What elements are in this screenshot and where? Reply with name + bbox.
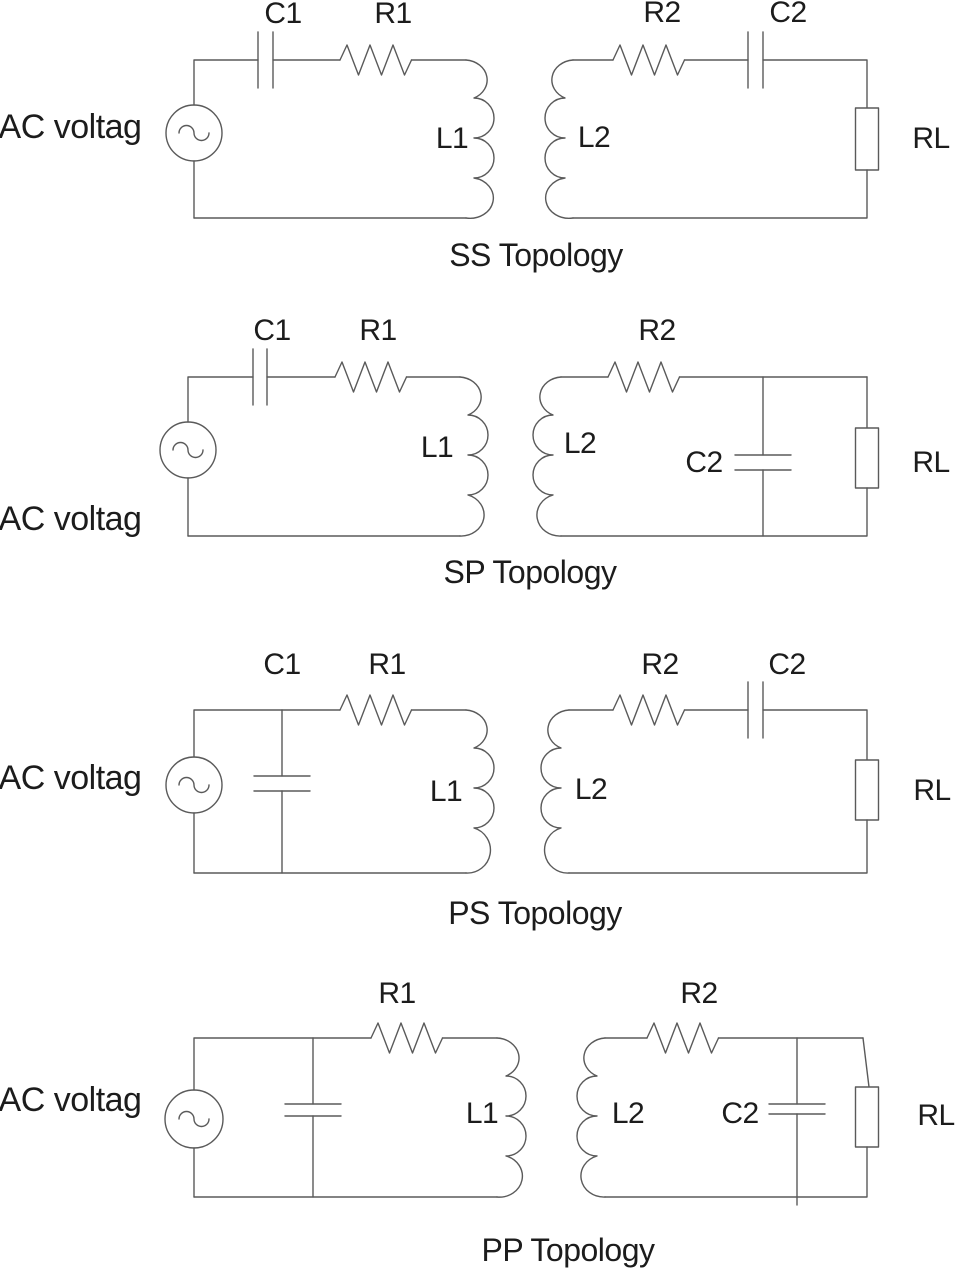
ss-label-l2: L2 (577, 121, 611, 154)
pp-label-r2: R2 (680, 977, 718, 1010)
resistor-r1 (370, 1022, 444, 1054)
pp-label-l2: L2 (611, 1097, 645, 1130)
ps-label-l2: L2 (574, 773, 608, 806)
ps-label-r2: R2 (641, 648, 679, 681)
wire (560, 487, 868, 537)
inductor-l1 (459, 376, 489, 537)
inductor-l2 (540, 709, 570, 874)
resistor-r2 (612, 44, 686, 76)
capacitor-c1 (284, 1103, 342, 1117)
pp-caption: PP Topology (481, 1232, 655, 1268)
ps-caption: PS Topology (448, 895, 622, 931)
capacitor-c2 (747, 681, 764, 739)
capacitor-c2 (768, 1103, 826, 1115)
inductor-l2 (532, 376, 562, 537)
pp-ac-voltage-label: AC voltag (0, 1081, 142, 1119)
pp-label-l1: L1 (465, 1097, 499, 1130)
resistor-r2 (646, 1022, 720, 1054)
sp-secondary-circuit (532, 361, 880, 537)
capacitor-c1 (252, 348, 268, 406)
ps-label-l1: L1 (429, 775, 463, 808)
pp-primary-circuit (164, 1022, 527, 1198)
sp-label-l1: L1 (420, 431, 454, 464)
wire (193, 59, 259, 106)
wire (193, 1037, 372, 1091)
ss-label-r1: R1 (374, 0, 412, 30)
sp-caption: SP Topology (443, 554, 617, 590)
sine-icon (172, 441, 204, 459)
sp-primary-circuit (159, 348, 489, 537)
ps-secondary-circuit (540, 681, 880, 874)
inductor-l1 (465, 709, 495, 874)
capacitor-c2 (747, 31, 764, 89)
inductor-l2 (544, 59, 574, 219)
pp-label-rl: RL (917, 1099, 955, 1132)
inductor-l2 (576, 1037, 606, 1198)
sp-label-rl: RL (912, 446, 950, 479)
load-rl (854, 759, 880, 821)
ss-label-c2: C2 (769, 0, 807, 29)
ss-label-l1: L1 (435, 122, 469, 155)
ps-label-r1: R1 (368, 648, 406, 681)
sine-icon (178, 1110, 210, 1128)
sine-icon (178, 124, 210, 142)
wire (762, 59, 868, 109)
ps-label-c2: C2 (768, 648, 806, 681)
capacitor-c1 (253, 775, 311, 792)
load-rl (854, 1086, 880, 1148)
ss-label-rl: RL (912, 122, 950, 155)
resistor-r1 (339, 694, 413, 726)
sp-label-c1: C1 (253, 314, 291, 347)
wire (762, 709, 868, 761)
ss-primary-circuit (165, 31, 495, 219)
ss-secondary-circuit (544, 31, 880, 219)
ss-label-c1: C1 (264, 0, 302, 30)
ss-label-r2: R2 (643, 0, 681, 29)
resistor-r1 (334, 361, 408, 393)
load-rl (854, 107, 880, 171)
sp-label-l2: L2 (563, 427, 597, 460)
wire (572, 169, 868, 219)
wire (862, 1037, 870, 1088)
resistor-r2 (612, 694, 686, 726)
ss-ac-voltage-label: AC voltag (0, 108, 142, 146)
ss-caption: SS Topology (449, 237, 623, 273)
pp-label-r1: R1 (378, 977, 416, 1010)
resistor-r1 (339, 44, 413, 76)
sp-label-r1: R1 (359, 314, 397, 347)
resistor-r2 (607, 361, 681, 393)
sp-label-r2: R2 (638, 314, 676, 347)
load-rl (854, 427, 880, 489)
ps-ac-voltage-label: AC voltag (0, 759, 142, 797)
ps-label-c1: C1 (263, 648, 301, 681)
ps-label-rl: RL (913, 774, 951, 807)
inductor-l1 (496, 1037, 527, 1198)
wire (193, 709, 341, 758)
wire (604, 1146, 868, 1198)
wire (187, 376, 254, 423)
pp-secondary-circuit (576, 1022, 880, 1206)
sp-label-c2: C2 (685, 446, 723, 479)
sine-icon (178, 776, 210, 794)
pp-label-c2: C2 (721, 1097, 759, 1130)
inductor-l1 (465, 59, 495, 219)
wire (568, 819, 868, 874)
capacitor-c1 (257, 31, 274, 89)
ps-primary-circuit (165, 694, 495, 874)
sp-ac-voltage-label: AC voltag (0, 500, 142, 538)
capacitor-c2 (734, 454, 792, 471)
